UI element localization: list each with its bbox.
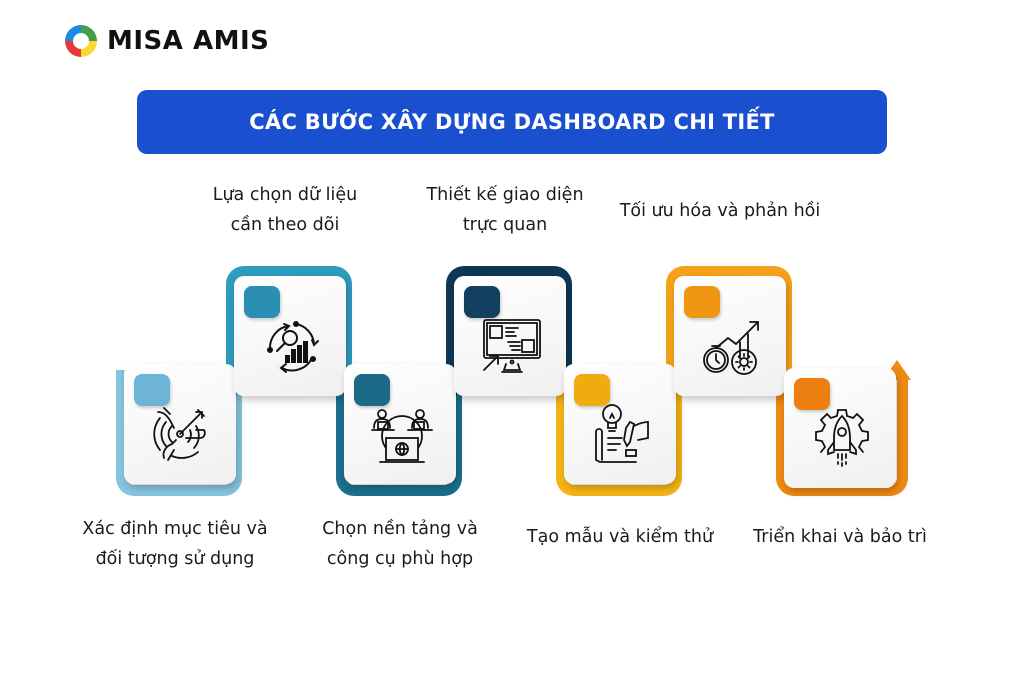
idea-blueprint-icon bbox=[590, 402, 654, 466]
step-tab-3 bbox=[354, 374, 390, 406]
step-card-3 bbox=[344, 364, 456, 484]
step-label-5: Tạo mẫu và kiểm thử bbox=[526, 527, 714, 547]
step-label-1: Xác định mục tiêu và đối tượng sử dụng bbox=[82, 519, 268, 569]
page-title: CÁC BƯỚC XÂY DỰNG DASHBOARD CHI TIẾT bbox=[249, 110, 775, 134]
brand-name: MISA AMIS bbox=[107, 26, 270, 56]
step-label-2: Lựa chọn dữ liệu cần theo dõi bbox=[212, 185, 358, 235]
frame-step-1 bbox=[116, 370, 242, 496]
frame-step-4 bbox=[446, 266, 572, 396]
frame-step-3 bbox=[336, 370, 462, 496]
team-laptop-globe-icon bbox=[370, 402, 434, 466]
step-card-2 bbox=[234, 276, 346, 396]
brand-logo: MISA AMIS bbox=[63, 22, 269, 60]
monitor-design-icon bbox=[480, 314, 544, 378]
step-tab-7 bbox=[794, 378, 830, 410]
step-card-6 bbox=[674, 276, 786, 396]
frame-step-7 bbox=[776, 378, 908, 496]
step-tab-1 bbox=[134, 374, 170, 406]
frame-step-6 bbox=[666, 266, 792, 396]
frame-step-5 bbox=[556, 370, 682, 496]
step-tab-5 bbox=[574, 374, 610, 406]
title-banner: CÁC BƯỚC XÂY DỰNG DASHBOARD CHI TIẾT bbox=[137, 90, 887, 154]
rocket-gear-icon bbox=[810, 406, 874, 470]
step-tab-2 bbox=[244, 286, 280, 318]
step-card-5 bbox=[564, 364, 676, 484]
step-card-4 bbox=[454, 276, 566, 396]
target-hands-icon bbox=[150, 402, 214, 466]
step-label-7: Triển khai và bảo trì bbox=[753, 527, 927, 547]
step-label-4: Thiết kế giao diện trực quan bbox=[426, 185, 584, 235]
stopwatch-gear-growth-icon bbox=[700, 314, 764, 378]
step-card-7 bbox=[784, 368, 896, 488]
step-label-3: Chọn nền tảng và công cụ phù hợp bbox=[322, 519, 478, 569]
misa-logo-icon bbox=[65, 25, 97, 57]
step-tab-6 bbox=[684, 286, 720, 318]
step-label-6: Tối ưu hóa và phản hồi bbox=[619, 201, 821, 221]
step-card-1 bbox=[124, 364, 236, 484]
data-analysis-cycle-icon bbox=[260, 314, 324, 378]
step-tab-4 bbox=[464, 286, 500, 318]
frame-step-2 bbox=[226, 266, 352, 396]
